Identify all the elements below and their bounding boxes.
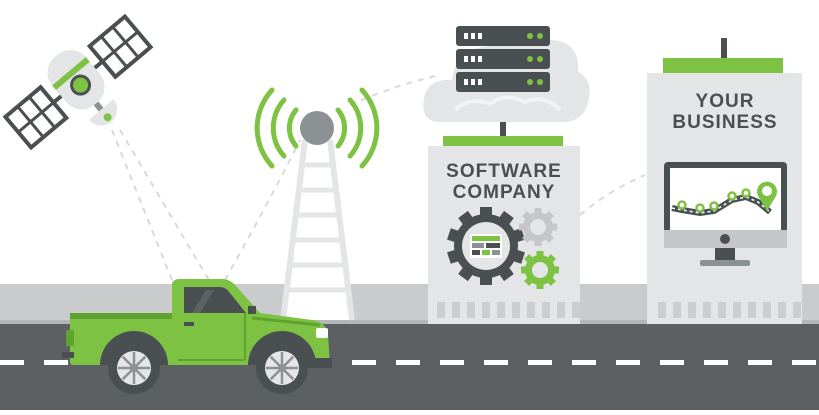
- gear-icon: [519, 208, 557, 246]
- pickup-truck-icon: [62, 279, 332, 394]
- road-curb: [0, 320, 819, 324]
- route-stop-icon: [677, 188, 751, 213]
- software-company-building: SOFTWARE COMPANY: [428, 136, 580, 324]
- your-business-label-line2: BUSINESS: [672, 112, 777, 133]
- cell-tower-icon: [254, 87, 380, 321]
- signal-lines: [111, 74, 646, 283]
- gear-icon: [521, 251, 559, 289]
- satellite-icon: [2, 13, 154, 151]
- building-windows: [658, 302, 801, 318]
- your-business-label-line1: YOUR: [696, 91, 755, 112]
- monitor-map-icon: [664, 162, 787, 266]
- gear-icon: [447, 207, 525, 285]
- software-company-label-line2: COMPANY: [453, 182, 556, 203]
- software-company-label-line1: SOFTWARE: [446, 161, 562, 182]
- your-business-building: YOUR BUSINESS: [647, 38, 802, 324]
- wheel-rear: [100, 331, 168, 394]
- server-rack: [456, 26, 550, 92]
- map-pin-icon: [757, 181, 777, 211]
- cloud-server-icon: [423, 26, 590, 136]
- wheel-front: [248, 331, 316, 394]
- building-windows: [437, 302, 580, 318]
